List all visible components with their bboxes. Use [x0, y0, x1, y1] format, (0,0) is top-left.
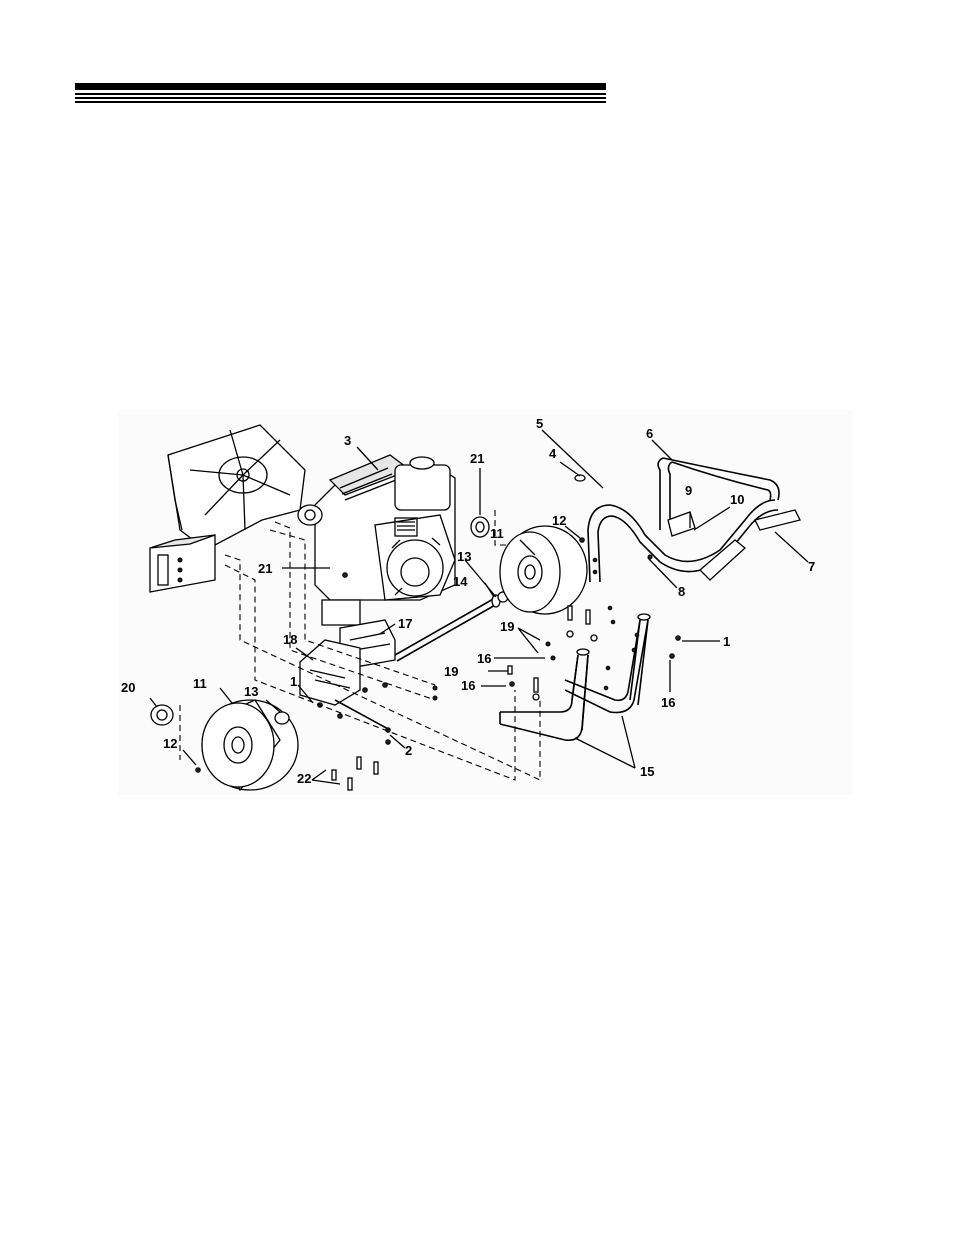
callout-21-engine: 21: [258, 561, 272, 576]
callout-19-lower: 19: [444, 664, 458, 679]
callout-11-left: 11: [193, 676, 207, 691]
callout-19-upper: 19: [500, 619, 514, 634]
bolt-dot: [196, 768, 201, 773]
callout-12-left: 12: [163, 736, 177, 751]
callout-12-right: 12: [552, 513, 566, 528]
callout-22: 22: [297, 771, 311, 786]
bolt-dot: [433, 686, 437, 690]
callout-3: 3: [344, 433, 351, 448]
callout-11-right: 11: [490, 526, 504, 541]
callout-5: 5: [536, 416, 543, 431]
callout-7: 7: [808, 559, 815, 574]
callout-6: 6: [646, 426, 653, 441]
callout-10: 10: [730, 492, 744, 507]
hub-cap-left: [151, 705, 173, 725]
callout-13-right: 13: [457, 549, 471, 564]
callout-18: 18: [283, 632, 297, 647]
callout-16-lower: 16: [461, 678, 475, 693]
callout-16-right: 16: [661, 695, 675, 710]
hub-cap-right: [471, 517, 489, 537]
callout-2: 2: [405, 743, 412, 758]
callout-1-right: 1: [723, 634, 730, 649]
callout-16-upper: 16: [477, 651, 491, 666]
callout-14: 14: [453, 574, 468, 589]
wheel-right: [500, 526, 587, 614]
callout-9: 9: [685, 483, 692, 498]
callout-21-top: 21: [470, 451, 484, 466]
callout-20: 20: [121, 680, 135, 695]
washer-left: [275, 712, 289, 724]
callout-15: 15: [640, 764, 654, 779]
callout-17: 17: [398, 616, 412, 631]
callout-1-left: 1: [290, 674, 297, 689]
callout-4: 4: [549, 446, 557, 461]
callout-8: 8: [678, 584, 685, 599]
callout-13-left: 13: [244, 684, 258, 699]
bolt-dot: [433, 696, 437, 700]
bolt-dot: [386, 740, 391, 745]
